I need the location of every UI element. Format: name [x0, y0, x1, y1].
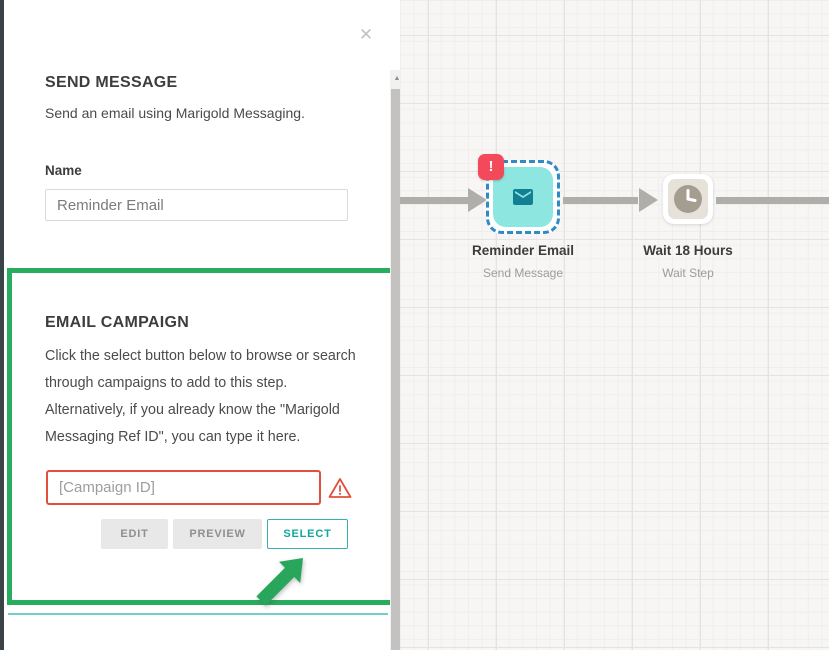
node-label: Wait 18 Hours Wait Step	[603, 243, 773, 280]
workflow-canvas: ! Reminder Email Send Message Wait 18 Ho…	[400, 0, 829, 650]
campaign-id-input[interactable]	[46, 470, 321, 505]
node-label: Reminder Email Send Message	[438, 243, 608, 280]
section-divider	[8, 613, 388, 615]
green-arrow-icon	[256, 558, 303, 606]
email-icon	[513, 189, 533, 205]
error-badge: !	[478, 154, 504, 180]
scrollbar-up-icon[interactable]: ▲	[393, 75, 401, 82]
connector-arrowhead-icon	[468, 188, 487, 212]
left-edge-bar	[0, 0, 4, 650]
node-title: Wait 18 Hours	[643, 243, 733, 258]
connector-arrowhead-icon	[639, 188, 658, 212]
panel-description: Send an email using Marigold Messaging.	[45, 105, 305, 121]
connector-line	[563, 197, 638, 204]
email-campaign-title: EMAIL CAMPAIGN	[45, 314, 190, 331]
connector-line	[400, 197, 470, 204]
node-subtitle: Send Message	[482, 266, 564, 280]
close-icon[interactable]: ✕	[358, 25, 374, 44]
node-subtitle: Wait Step	[662, 266, 714, 280]
node-wait-step[interactable]	[663, 174, 713, 224]
clock-icon	[674, 185, 702, 213]
node-wait-step-tile	[668, 179, 708, 219]
name-input[interactable]	[45, 189, 348, 221]
node-send-message-tile	[493, 167, 553, 227]
preview-button[interactable]: PREVIEW	[173, 519, 262, 549]
name-field-label: Name	[45, 163, 82, 178]
step-config-panel: ✕ SEND MESSAGE Send an email using Marig…	[4, 0, 404, 650]
select-button[interactable]: SELECT	[267, 519, 348, 549]
warning-triangle-icon	[328, 478, 352, 498]
email-campaign-description: Click the select button below to browse …	[45, 348, 356, 445]
connector-line	[716, 197, 829, 204]
panel-title: SEND MESSAGE	[45, 74, 178, 91]
node-send-message[interactable]	[486, 160, 560, 234]
node-title: Reminder Email	[471, 243, 575, 258]
edit-button[interactable]: EDIT	[101, 519, 168, 549]
